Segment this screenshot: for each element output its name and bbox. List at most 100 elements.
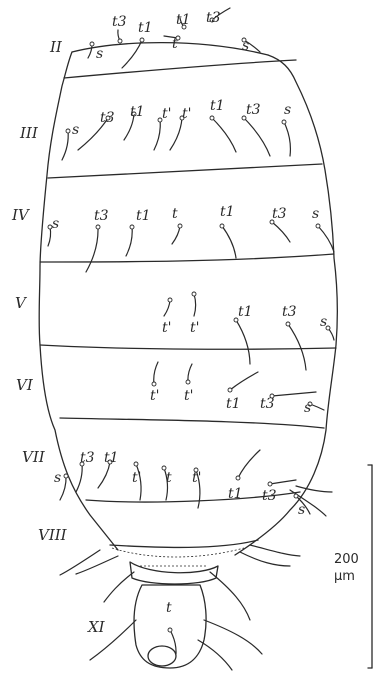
seta-V-3 [288,324,306,370]
segment-label-XI: XI [87,618,106,636]
seta-label-VII-2: t1 [104,450,119,466]
seta-VI-1 [188,364,192,382]
seta-socket-II-4 [90,42,94,46]
seta-label-II-2: t1 [176,12,191,28]
seta-X-left [104,572,134,602]
seta-V-2 [236,320,250,364]
seta-socket-V-1 [192,292,196,296]
seta-socket-III-7 [282,120,286,124]
scale-bar-unit: µm [334,569,355,584]
seta-socket-III-0 [66,129,70,133]
seta-label-VII-0: s [54,470,61,486]
seta-label-VI-3: t3 [260,396,275,412]
seta-IV-5 [272,222,290,242]
seta-VI-3 [272,392,316,396]
seta-III-3 [154,120,160,150]
anal-plate [148,646,176,666]
tail-seta-right [204,620,262,654]
seta-label-II-5: t [172,36,178,52]
seta-VI-0 [154,362,158,384]
segment-label-II: II [49,38,63,56]
seta-IV-1 [86,227,98,272]
seta-socket-VI-2 [228,388,232,392]
seta-VIII-right-long [250,545,300,556]
seta-IV-4 [222,226,236,258]
seta-socket-IV-1 [96,225,100,229]
seta-III-5 [212,118,236,152]
seta-label-VII-8: s [298,502,305,518]
setae-layer: t3 t1 t1 t3 s t s s t3 t1 t' t' t1 t3 s s t3 t1 t t1 t3 s t' t'… [48,8,334,654]
seta-label-III-3: t' [162,106,171,122]
seta-label-III-0: s [72,122,79,138]
seta-label-II-4: s [96,46,103,62]
seta-socket-VII-7 [268,482,272,486]
seta-label-II-3: t3 [206,10,221,26]
seta-socket-VI-1 [186,380,190,384]
seta-label-VI-2: t1 [226,396,241,412]
seta-label-IV-4: t1 [220,204,235,220]
seta-label-III-2: t1 [130,104,145,120]
segment-label-VI: VI [16,376,34,394]
seta-VII-1 [76,464,82,492]
seta-label-IV-3: t [172,206,178,222]
seta-label-V-2: t1 [238,304,253,320]
seta-socket-VII-3 [134,462,138,466]
seta-label-III-4: t' [182,106,191,122]
seta-socket-VII-0 [64,474,68,478]
seta-IV-2 [126,227,132,256]
seta-V-0 [164,300,170,316]
seta-label-III-7: s [284,102,291,118]
seta-socket-II-1 [140,38,144,42]
seta-label-V-4: s [320,314,327,330]
seta-label-II-1: t1 [138,20,153,36]
segment-label-V: V [15,294,28,312]
seta-IV-3 [172,226,180,244]
seta-label-V-0: t' [162,320,171,336]
seta-IV-6 [318,226,334,252]
seta-socket-IV-2 [130,225,134,229]
seta-IV-0 [48,227,51,246]
seta-VII-7 [270,480,296,484]
segment-border-V-VI [40,345,336,349]
segment-border-II-III [64,60,296,78]
seta-III-4 [170,118,182,150]
seta-label-III-6: t3 [246,102,261,118]
segment-X [130,562,218,584]
seta-VII-right-long [296,486,332,492]
seta-label-IV-5: t3 [272,206,287,222]
segment-label-VII: VII [22,448,46,466]
seta-socket-IV-4 [220,224,224,228]
seta-label-V-1: t' [190,320,199,336]
segment-label-IV: IV [11,206,31,224]
scale-bar-value: 200 [334,552,359,567]
seta-label-II-0: t3 [112,14,127,30]
seta-socket-VII-6 [236,476,240,480]
seta-III-0 [62,131,68,160]
seta-label-IV-6: s [312,206,319,222]
segment-IX-dashed [112,548,244,557]
seta-label-II-6: s [242,38,249,54]
seta-label-IV-0: s [52,216,59,232]
seta-X-right [210,572,250,620]
seta-III-7 [284,122,290,156]
seta-socket-VI-0 [152,382,156,386]
segment-XI [134,585,206,668]
segment-border-III-IV [48,164,322,178]
seta-V-1 [194,294,196,316]
seta-socket-IV-6 [316,224,320,228]
segment-label-VIII: VIII [38,526,68,544]
seta-VII-6 [238,450,260,478]
seta-III-6 [244,118,270,156]
seta-socket-V-0 [168,298,172,302]
seta-VIII-right-long-2 [240,552,290,566]
seta-socket-V-3 [286,322,290,326]
seta-label-VII-4: t [166,470,172,486]
seta-socket-III-5 [210,116,214,120]
seta-VIII-left-long [60,550,100,575]
seta-VIII-left-long-2 [76,556,118,574]
segment-label-III: III [19,124,39,142]
seta-label-V-3: t3 [282,304,297,320]
seta-label-IV-2: t1 [136,208,151,224]
